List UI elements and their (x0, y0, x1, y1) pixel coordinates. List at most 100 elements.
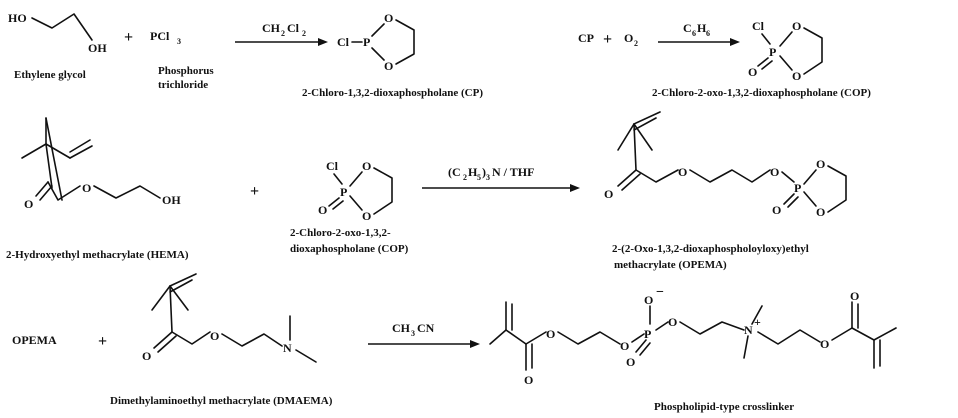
label-cop2-line2: dioxaphospholane (COP) (290, 243, 409, 255)
dmaema-structure: O O N (142, 273, 317, 363)
svg-text:O: O (668, 315, 677, 329)
svg-text:O: O (362, 209, 371, 223)
svg-text:CH: CH (392, 321, 411, 335)
label-cop: 2-Chloro-2-oxo-1,3,2-dioxaphospholane (C… (652, 87, 871, 99)
svg-text:O: O (624, 31, 633, 45)
svg-text:5: 5 (477, 173, 481, 182)
svg-text:O: O (210, 329, 219, 343)
crosslinker-structure: O O O P O − O O N + O O (489, 285, 897, 387)
label-pcl3-line2: trichloride (158, 79, 208, 91)
opema-structure: O O O P O O O (604, 111, 847, 219)
svg-text:O: O (384, 11, 393, 25)
svg-text:O: O (772, 203, 781, 217)
svg-text:O: O (142, 349, 151, 363)
svg-text:O: O (644, 293, 653, 307)
svg-text:O: O (362, 159, 371, 173)
svg-text:(C: (C (448, 165, 461, 179)
svg-text:PCl: PCl (150, 29, 170, 43)
svg-text:O: O (850, 289, 859, 303)
label-opema-line1: 2-(2-Oxo-1,3,2-dioxaphospholoyloxy)ethyl (612, 243, 809, 255)
svg-text:N: N (744, 323, 753, 337)
label-dmaema: Dimethylaminoethyl methacrylate (DMAEMA) (110, 395, 333, 407)
svg-text:2: 2 (302, 29, 306, 38)
svg-text:3: 3 (411, 329, 415, 338)
atom-ho: HO (8, 11, 27, 25)
svg-text:H: H (697, 21, 707, 35)
svg-text:O: O (24, 197, 33, 211)
arrowhead (470, 340, 480, 348)
svg-text:Cl: Cl (752, 19, 765, 33)
svg-text:O: O (604, 187, 613, 201)
svg-text:O: O (816, 205, 825, 219)
arrowhead (730, 38, 740, 46)
svg-text:O: O (820, 337, 829, 351)
svg-text:+: + (754, 315, 761, 329)
cp-structure: Cl P O O (337, 11, 415, 73)
svg-text:): ) (482, 165, 486, 179)
svg-text:O: O (620, 339, 629, 353)
svg-text:O: O (748, 65, 757, 79)
pcl3-formula: PCl 3 (150, 29, 181, 46)
svg-text:O: O (626, 355, 635, 369)
condition-ch2cl2: CH 2 Cl 2 (262, 21, 306, 38)
o2-formula: O 2 (624, 31, 638, 48)
arrowhead (570, 184, 580, 192)
svg-text:O: O (524, 373, 533, 387)
svg-text:O: O (678, 165, 687, 179)
svg-text:H: H (468, 165, 478, 179)
atom-oh: OH (88, 41, 107, 55)
svg-text:Cl: Cl (337, 35, 350, 49)
svg-text:O: O (318, 203, 327, 217)
condition-c6h6: C 6 H 6 (683, 21, 710, 38)
arrowhead (318, 38, 328, 46)
svg-text:O: O (546, 327, 555, 341)
label-cp: 2-Chloro-1,3,2-dioxaphospholane (CP) (302, 87, 483, 99)
svg-text:6: 6 (692, 29, 696, 38)
svg-text:2: 2 (463, 173, 467, 182)
svg-text:P: P (363, 35, 370, 49)
ethylene-glycol-structure: HO OH (8, 11, 107, 55)
svg-text:CN: CN (417, 321, 435, 335)
svg-text:−: − (656, 285, 664, 300)
label-hema: 2-Hydroxyethyl methacrylate (HEMA) (6, 249, 189, 261)
svg-text:2: 2 (634, 39, 638, 48)
svg-text:3: 3 (177, 37, 181, 46)
svg-text:6: 6 (706, 29, 710, 38)
svg-text:P: P (644, 327, 651, 341)
cop-structure: Cl P O O O (748, 19, 823, 83)
cop-structure-2: Cl P O O O (318, 159, 393, 223)
plus-sign: + (124, 29, 133, 46)
svg-text:P: P (769, 45, 776, 59)
svg-text:O: O (384, 59, 393, 73)
label-opema-line2: methacrylate (OPEMA) (614, 259, 727, 271)
label-cop2-line1: 2-Chloro-2-oxo-1,3,2- (290, 227, 391, 239)
svg-text:Cl: Cl (326, 159, 339, 173)
svg-text:O: O (792, 19, 801, 33)
cp-text: CP (578, 31, 594, 45)
plus-sign: + (250, 183, 259, 200)
plus-sign: + (603, 31, 612, 48)
svg-text:O: O (770, 165, 779, 179)
label-ethylene-glycol: Ethylene glycol (14, 69, 86, 81)
svg-text:3: 3 (486, 173, 490, 182)
hema-structure: O O OH (21, 117, 181, 211)
svg-text:P: P (794, 181, 801, 195)
plus-sign: + (98, 333, 107, 350)
svg-text:2: 2 (281, 29, 285, 38)
svg-text:CH: CH (262, 21, 281, 35)
condition-tea-thf: (C 2 H 5 ) 3 N / THF (448, 165, 534, 182)
opema-text: OPEMA (12, 333, 57, 347)
label-crosslinker: Phospholipid-type crosslinker (654, 401, 794, 413)
svg-text:N: N (283, 341, 292, 355)
svg-text:OH: OH (162, 193, 181, 207)
svg-text:O: O (82, 181, 91, 195)
svg-text:O: O (792, 69, 801, 83)
svg-text:C: C (683, 21, 692, 35)
svg-text:O: O (816, 157, 825, 171)
label-pcl3-line1: Phosphorus (158, 65, 214, 77)
svg-text:Cl: Cl (287, 21, 300, 35)
svg-text:P: P (340, 185, 347, 199)
condition-ch3cn: CH 3 CN (392, 321, 435, 338)
svg-text:N / THF: N / THF (492, 165, 534, 179)
